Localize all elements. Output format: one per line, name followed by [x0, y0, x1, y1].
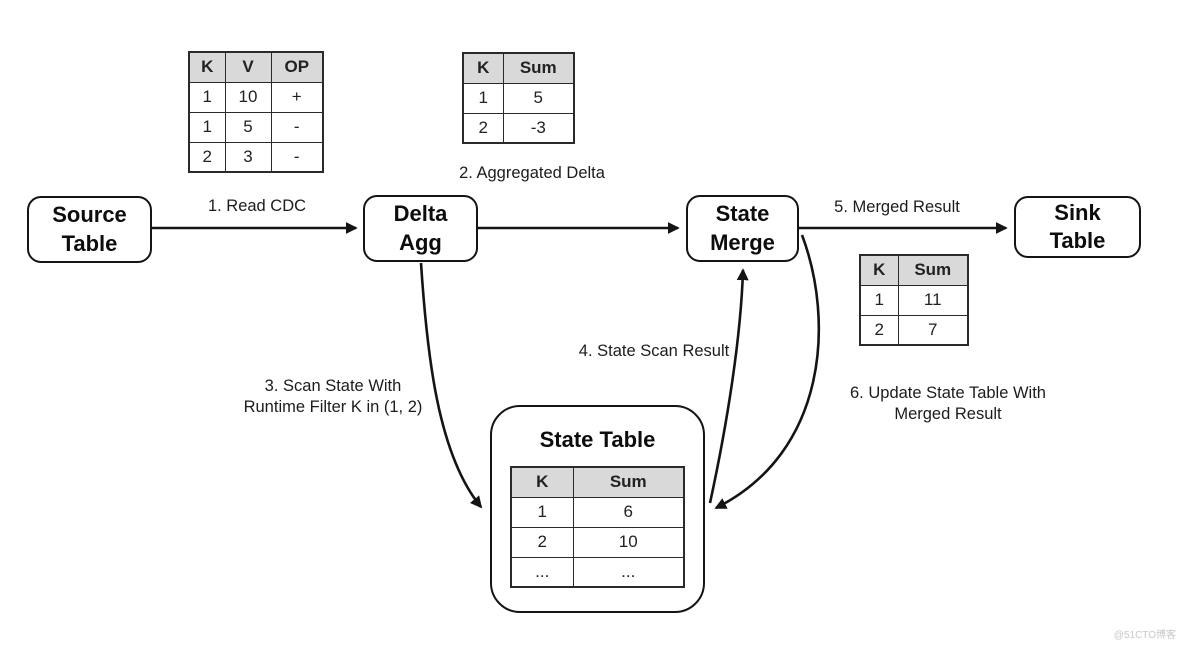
table-row: 2 3 -	[188, 141, 324, 173]
table-header-cell: K	[462, 52, 504, 84]
table-cell: 11	[897, 284, 969, 316]
table-cell: 1	[510, 496, 574, 528]
arrow-scan-state	[419, 262, 483, 509]
state-table: K Sum 1 6 2 10 ... ...	[510, 466, 685, 588]
table-header-cell: V	[224, 51, 272, 83]
table-cell: 10	[572, 526, 685, 558]
state-table-container: State Table K Sum 1 6 2 10 ... ...	[490, 405, 705, 613]
table-cell: 3	[224, 141, 272, 173]
label-line: Merged Result	[894, 405, 1002, 423]
table-cell: 7	[897, 314, 969, 346]
node-label-line: Table	[1049, 228, 1106, 253]
node-state-merge: State Merge	[686, 195, 799, 262]
table-row: 2 7	[859, 314, 969, 346]
table-header-cell: Sum	[897, 254, 969, 286]
table-cell: 1	[188, 81, 226, 113]
table-cell: ...	[510, 556, 574, 588]
label-read-cdc: 1. Read CDC	[207, 197, 307, 215]
node-label-line: Agg	[399, 229, 442, 255]
state-table-title: State Table	[539, 427, 656, 452]
table-cell: 5	[224, 111, 272, 143]
node-label-line: Sink	[1054, 199, 1101, 225]
arrow-update-state-table	[714, 234, 821, 510]
table-header-cell: Sum	[502, 52, 575, 84]
node-label-line: Delta	[393, 201, 448, 227]
merged-result-table: K Sum 1 11 2 7	[859, 254, 969, 346]
table-row: 1 5 -	[188, 111, 324, 143]
table-row: 1 11	[859, 284, 969, 316]
label-state-scan-result: 4. State Scan Result	[578, 342, 730, 360]
table-header-cell: K	[510, 466, 574, 498]
table-header-cell: OP	[270, 51, 324, 83]
table-header-cell: K	[188, 51, 226, 83]
table-cell: 2	[188, 141, 226, 173]
table-cell: 1	[859, 284, 899, 316]
table-cell: -	[270, 111, 324, 143]
table-cell: -	[270, 141, 324, 173]
table-cell: 1	[462, 82, 504, 114]
label-merged-result: 5. Merged Result	[834, 198, 960, 216]
label-line: Runtime Filter K in (1, 2)	[243, 398, 423, 416]
table-header-cell: K	[859, 254, 899, 286]
label-scan-state: 3. Scan State With Runtime Filter K in (…	[244, 376, 423, 418]
label-line: 6. Update State Table With	[850, 384, 1046, 402]
node-label-line: State	[715, 201, 770, 227]
table-cell: 2	[510, 526, 574, 558]
node-label-line: Merge	[710, 229, 775, 255]
node-source-table: Source Table	[27, 196, 152, 263]
table-row: 2 10	[510, 526, 685, 558]
table-row: 2 -3	[462, 112, 575, 144]
table-header-cell: Sum	[572, 466, 685, 498]
label-update-state-table: 6. Update State Table With Merged Result	[850, 383, 1046, 425]
table-cell: 2	[462, 112, 504, 144]
table-cell: 1	[188, 111, 226, 143]
table-cell: +	[270, 81, 324, 113]
table-row: ... ...	[510, 556, 685, 588]
cdc-table: K V OP 1 10 + 1 5 - 2 3 -	[188, 51, 324, 173]
label-line: 3. Scan State With	[264, 377, 402, 395]
table-row: 1 6	[510, 496, 685, 528]
table-cell: 2	[859, 314, 899, 346]
table-cell: 5	[502, 82, 575, 114]
table-cell: -3	[502, 112, 575, 144]
node-label-line: Table	[61, 230, 118, 256]
watermark: @51CTO博客	[1113, 630, 1176, 641]
node-sink-table: Sink Table	[1014, 196, 1141, 258]
arrow-state-scan-result	[708, 268, 749, 504]
table-cell: 10	[224, 81, 272, 113]
aggregated-delta-table: K Sum 1 5 2 -3	[462, 52, 575, 144]
table-row: 1 10 +	[188, 81, 324, 113]
table-cell: ...	[572, 556, 685, 588]
table-cell: 6	[572, 496, 685, 528]
label-aggregated-delta: 2. Aggregated Delta	[459, 164, 605, 182]
table-row: 1 5	[462, 82, 575, 114]
node-label-line: Source	[52, 202, 127, 228]
node-delta-agg: Delta Agg	[363, 195, 478, 262]
